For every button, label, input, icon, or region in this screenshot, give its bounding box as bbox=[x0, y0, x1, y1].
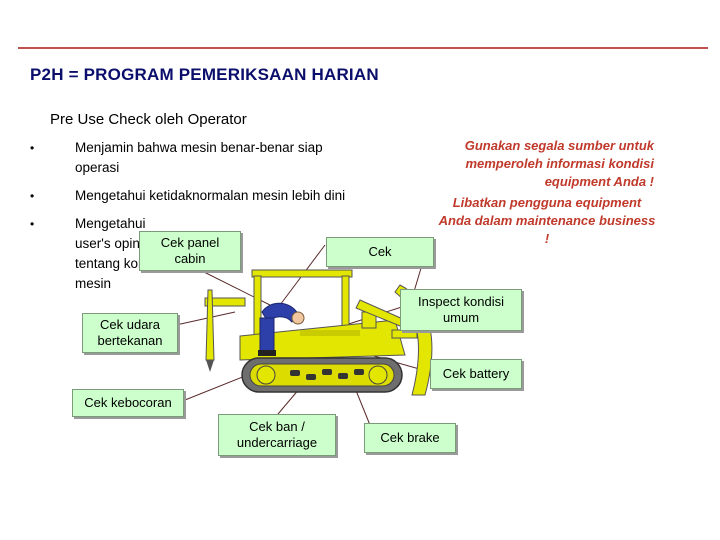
operator-figure bbox=[258, 302, 305, 356]
bullet-marker: • bbox=[30, 141, 35, 155]
callout-battery: Cek battery bbox=[430, 359, 522, 389]
note-sources: Gunakan segala sumber untuk memperoleh i… bbox=[464, 138, 654, 189]
callout-text: Inspect kondisi umum bbox=[418, 294, 504, 325]
header-rule bbox=[18, 47, 708, 49]
page-title: P2H = PROGRAM PEMERIKSAAN HARIAN bbox=[30, 65, 379, 84]
bullet-text: Mengetahui ketidaknormalan mesin lebih d… bbox=[75, 188, 346, 203]
callout-text: Cek battery bbox=[442, 366, 510, 381]
callout-text: Cek kebocoran bbox=[84, 395, 172, 410]
callout-inspect-umum: Inspect kondisi umum bbox=[400, 289, 522, 331]
callout-panel-cabin: Cek panel cabin bbox=[139, 231, 241, 271]
bullet-text: Menjamin bahwa mesin benar-benar siap op… bbox=[75, 140, 323, 175]
callout-text: Cek bbox=[368, 244, 392, 259]
crawler-track bbox=[241, 357, 403, 393]
callout-text: Cek brake bbox=[380, 430, 440, 445]
bullet-item: • Mengetahui ketidaknormalan mesin lebih… bbox=[30, 186, 360, 206]
dozer-body bbox=[239, 311, 406, 361]
ripper bbox=[204, 289, 246, 372]
bullet-item: • Menjamin bahwa mesin benar-benar siap … bbox=[30, 138, 360, 178]
callout-text: Cek ban / undercarriage bbox=[236, 419, 318, 450]
section-subtitle: Pre Use Check oleh Operator bbox=[50, 111, 247, 128]
callout-text: Cek udara bertekanan bbox=[97, 317, 163, 348]
callout-ban-undercarriage: Cek ban / undercarriage bbox=[218, 414, 336, 456]
callout-udara: Cek udara bertekanan bbox=[82, 313, 178, 353]
bullet-marker: • bbox=[30, 189, 35, 203]
leader-line-udara bbox=[175, 311, 236, 326]
callout-cek: Cek bbox=[326, 237, 434, 267]
callout-text: Cek panel cabin bbox=[160, 235, 220, 266]
note-involve-users: Libatkan pengguna equipment Anda dalam m… bbox=[438, 195, 656, 246]
callout-kebocoran: Cek kebocoran bbox=[72, 389, 184, 417]
callout-brake: Cek brake bbox=[364, 423, 456, 453]
bullet-marker: • bbox=[30, 217, 35, 231]
